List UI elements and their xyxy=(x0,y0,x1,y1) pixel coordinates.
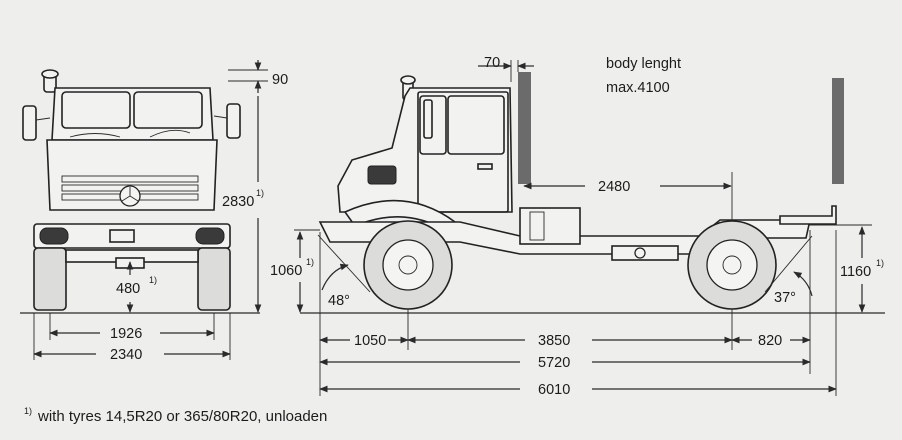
dim-body-distance: 2480 xyxy=(598,179,630,195)
footnote-marker: 1) xyxy=(24,406,32,416)
approach-angle: 48° xyxy=(328,293,350,309)
side-view-truck xyxy=(318,75,837,310)
dim-front-overhang: 1050 xyxy=(354,333,386,349)
dim-rear-height-note: 1) xyxy=(876,258,884,268)
dim-cab-gap: 70 xyxy=(484,55,500,71)
dim-track-width: 1926 xyxy=(110,326,142,342)
dim-ground-clearance: 480 xyxy=(116,281,140,297)
body-length-max: max.4100 xyxy=(606,80,670,96)
dim-chassis-length: 5720 xyxy=(538,355,570,371)
body-length-label: body lenght xyxy=(606,56,681,72)
dim-wheelbase: 3850 xyxy=(538,333,570,349)
dim-rear-overhang: 820 xyxy=(758,333,782,349)
dim-roof-offset: 90 xyxy=(272,72,288,88)
dim-overall-height-note: 1) xyxy=(256,188,264,198)
dim-front-height-note: 1) xyxy=(306,257,314,267)
body-end-marker xyxy=(832,78,844,184)
body-start-marker xyxy=(518,72,531,184)
side-dimensions xyxy=(294,60,872,396)
departure-angle: 37° xyxy=(774,290,796,306)
footnote-text: with tyres 14,5R20 or 365/80R20, unloade… xyxy=(37,408,327,425)
dim-overall-height: 2830 xyxy=(222,194,254,210)
front-view-truck xyxy=(22,69,241,311)
dim-rear-height: 1160 xyxy=(840,264,871,280)
dim-ground-clearance-note: 1) xyxy=(149,275,157,285)
dim-front-height: 1060 xyxy=(270,263,302,279)
front-dimensions xyxy=(33,60,268,360)
dim-overall-length: 6010 xyxy=(538,382,570,398)
dim-overall-width: 2340 xyxy=(110,347,142,363)
